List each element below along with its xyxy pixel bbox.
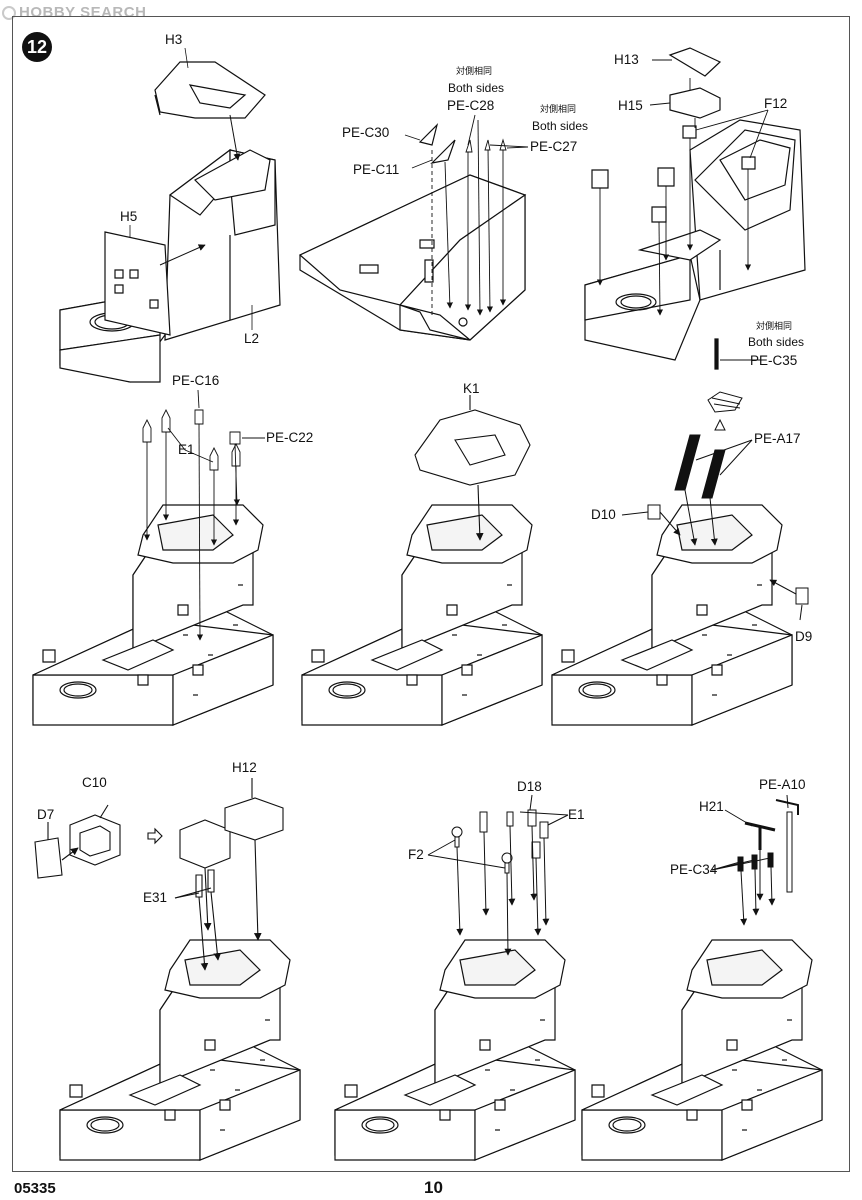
drawing-6-parts — [622, 392, 808, 620]
label-e1-b: E1 — [568, 807, 585, 822]
step-number-badge: 12 — [22, 32, 52, 62]
drawing-6-hull — [551, 504, 793, 726]
drawing-7-hull — [59, 939, 301, 1161]
label-c10: C10 — [82, 775, 107, 790]
label-l2: L2 — [244, 331, 260, 346]
label-pe-c34: PE-C34 — [670, 862, 718, 877]
drawing-4-parts — [143, 390, 265, 641]
label-f12: F12 — [764, 96, 788, 111]
drawing-8-hull — [334, 939, 576, 1161]
drawing-3 — [585, 48, 805, 369]
label-h3: H3 — [165, 32, 183, 47]
label-both-sides-cn-1: 対側相同 — [456, 66, 493, 76]
product-code: 05335 — [14, 1180, 56, 1197]
page-number: 10 — [424, 1178, 443, 1197]
drawing-9-parts — [712, 795, 798, 926]
label-both-sides-3: Both sides — [748, 335, 805, 349]
page-frame — [12, 16, 850, 1172]
label-pe-c30: PE-C30 — [342, 125, 390, 140]
label-d7: D7 — [37, 807, 55, 822]
label-k1: K1 — [463, 381, 480, 396]
label-d18: D18 — [517, 779, 542, 794]
label-pe-c16: PE-C16 — [172, 373, 220, 388]
label-h5: H5 — [120, 209, 138, 224]
label-pe-c27: PE-C27 — [530, 139, 578, 154]
label-e31: E31 — [143, 890, 168, 905]
drawing-7-parts — [35, 778, 283, 971]
label-both-sides-1: Both sides — [448, 81, 505, 95]
label-pe-a17: PE-A17 — [754, 431, 801, 446]
label-both-sides-2: Both sides — [532, 119, 589, 133]
label-d10: D10 — [591, 507, 616, 522]
label-h13: H13 — [614, 52, 639, 67]
watermark-logo-icon — [2, 5, 16, 20]
label-d9: D9 — [795, 629, 813, 644]
drawing-4-hull — [32, 504, 274, 726]
drawing-8-parts — [428, 795, 568, 956]
drawing-9-hull — [581, 939, 823, 1161]
label-pe-c11: PE-C11 — [353, 162, 400, 177]
label-pe-a10: PE-A10 — [759, 777, 806, 792]
label-f2: F2 — [408, 847, 424, 862]
label-pe-c35: PE-C35 — [750, 353, 798, 368]
label-h21: H21 — [699, 799, 724, 814]
label-both-sides-cn-2: 対側相同 — [540, 104, 577, 114]
label-pe-c28: PE-C28 — [447, 98, 495, 113]
label-h15: H15 — [618, 98, 643, 113]
drawing-5-hull — [301, 504, 543, 726]
label-pe-c22: PE-C22 — [266, 430, 314, 445]
drawing-5-k1 — [415, 395, 530, 541]
label-e1-a: E1 — [178, 442, 195, 457]
label-h12: H12 — [232, 760, 257, 775]
drawing-2 — [300, 125, 525, 340]
drawing-1 — [60, 62, 280, 382]
label-both-sides-cn-3: 対側相同 — [756, 321, 793, 331]
